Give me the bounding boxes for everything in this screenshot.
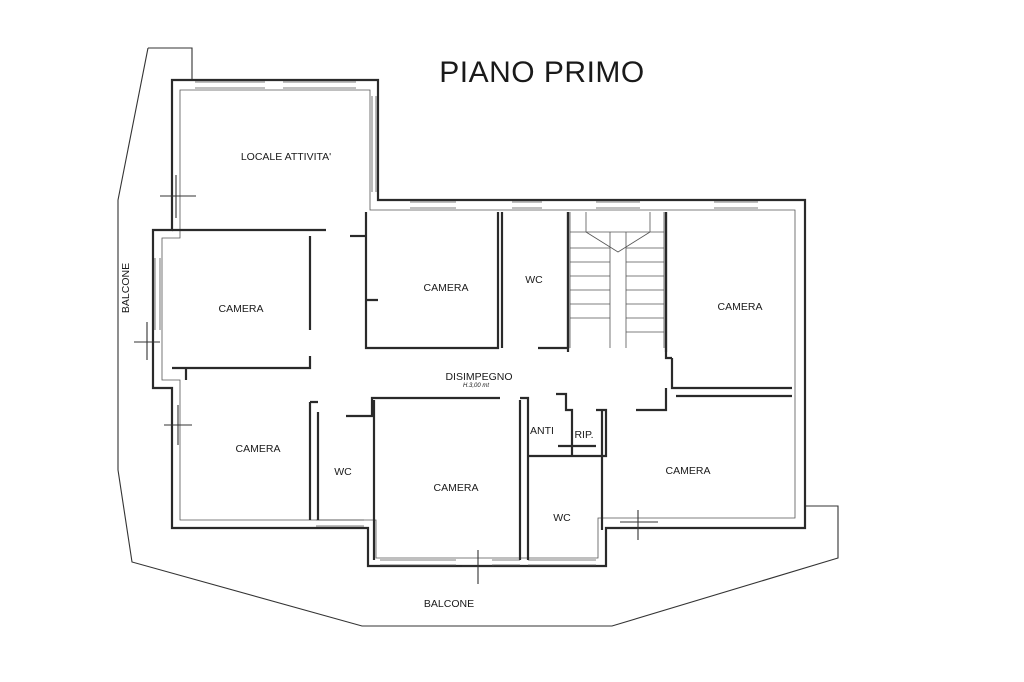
room-label-camera-lower-center: CAMERA [433, 482, 479, 494]
exterior-wall [151, 78, 807, 568]
room-label-wc-lower-center: WC [553, 512, 571, 524]
balcony-label-south: BALCONE [423, 598, 475, 610]
room-label-locale-attivita: LOCALE ATTIVITA' [240, 151, 332, 163]
balcony-outline [117, 47, 839, 627]
room-label-disimpegno: DISIMPEGNO [445, 371, 513, 383]
room-label-camera-top-center: CAMERA [423, 282, 469, 294]
room-label-camera-lower-left: CAMERA [235, 443, 281, 455]
room-label-camera-left: CAMERA [218, 303, 264, 315]
room-label-anti: ANTI [530, 425, 554, 437]
door-marks [134, 175, 658, 584]
plan-title: PIANO PRIMO [439, 56, 645, 89]
exterior-wall-inner [161, 89, 796, 559]
interior-walls [172, 212, 792, 560]
room-label-ripostiglio: RIP. [574, 429, 594, 441]
windows [154, 81, 758, 566]
room-label-wc-lower-left: WC [334, 466, 352, 478]
room-label-camera-top-right: CAMERA [717, 301, 763, 313]
ceiling-height-note: H.3,00 mt [462, 383, 490, 389]
room-label-wc-top: WC [525, 274, 543, 286]
room-label-camera-lower-right: CAMERA [665, 465, 711, 477]
staircase [569, 212, 665, 348]
balcony-label-west: BALCONE [120, 262, 132, 314]
